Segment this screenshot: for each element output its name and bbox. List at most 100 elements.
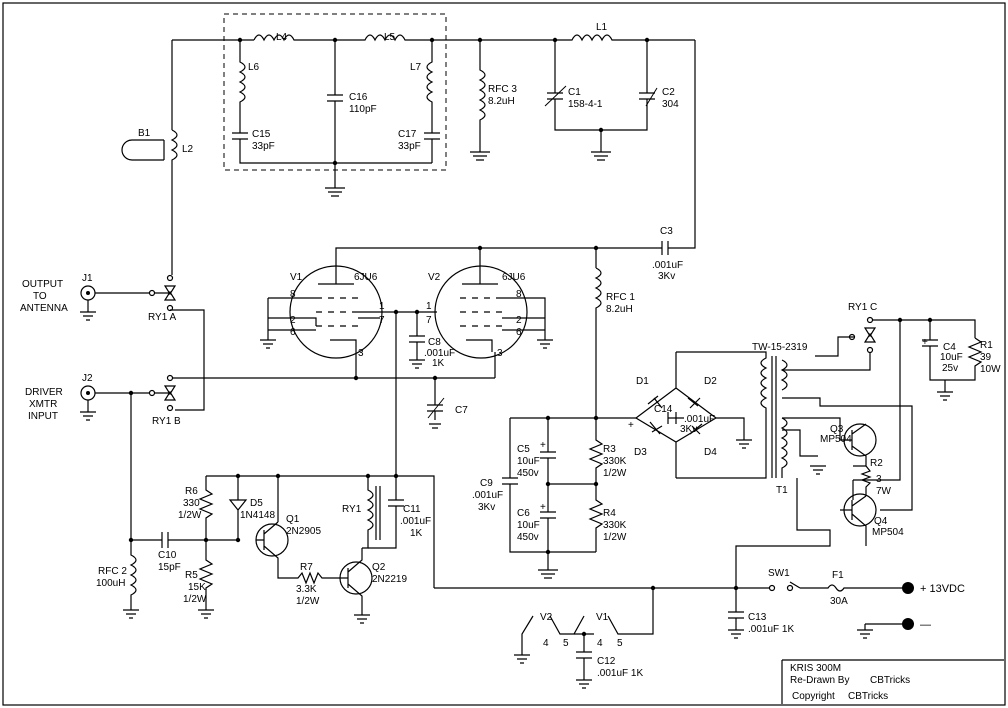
label-heater-v2: V2 [540,612,553,623]
label-d3: D3 [634,447,647,458]
label-r5: R5 [185,570,198,581]
label-c3-value2: 3Kv [658,271,675,282]
label-r6: R6 [185,486,198,497]
label-c1-value: 158-4-1 [568,99,603,110]
plate-rf-line [335,40,696,265]
label-c8: C8 [428,337,441,348]
relay-ry1a-contacts [148,274,205,411]
label-c11-value1: .001uF [400,516,431,527]
label-rfc1: RFC 1 [606,292,635,303]
label-c11: C11 [403,504,421,515]
label-c14-value2: 3Kv [680,424,697,435]
label-rfc1-value: 8.2uH [606,304,633,315]
label-f1-value: 30A [830,596,848,607]
rfc3-coil [470,40,490,161]
label-c15-value: 33pF [252,141,275,152]
title-line3-right: CBTricks [848,691,888,702]
label-r5-value1: 15K [188,582,206,593]
keying-circuit [123,393,435,624]
label-13vdc: + 13VDC [920,583,965,595]
label-q3-value: MP504 [820,434,852,445]
label-r1: R1 [980,340,993,351]
label-l2: L2 [182,144,194,155]
cathode-net [355,352,496,429]
label-v1: V1 [290,272,303,283]
transistors-q3-q4 [840,423,913,546]
label-v2-pin8: 8 [516,289,522,300]
label-q2: Q2 [372,562,386,573]
label-c5: C5 [517,444,530,455]
label-c3: C3 [660,226,673,237]
label-r4-value1: 330K [603,520,627,531]
title-line3-left: Copyright [792,691,835,702]
label-heater-pin4a: 4 [543,638,549,649]
title-line2-right: CBTricks [870,675,910,686]
plate-taps [479,248,597,268]
relay-ry1b-contacts [148,374,495,412]
label-t1-part: TW-15-2319 [752,342,808,353]
label-d2: D2 [704,376,717,387]
label-d1: D1 [636,376,649,387]
label-c6: C6 [517,508,530,519]
label-c14-value1: .001uF [684,414,715,425]
label-output: OUTPUT [22,279,63,290]
label-c4-value1: 10uF [940,352,963,363]
label-c8-value1: .001uF [424,348,455,359]
label-c12: C12 [597,656,616,667]
supply-rail [434,581,914,689]
label-d4: D4 [704,447,717,458]
label-v2-pin7: 7 [426,315,432,326]
label-j1: J1 [82,273,93,284]
label-c16: C16 [349,92,368,103]
c4-r1 [852,317,983,490]
label-l7: L7 [410,62,422,73]
label-negative: — [920,619,931,631]
label-c10-value: 15pF [158,562,181,573]
label-q4: Q4 [874,516,888,527]
label-v2-pin1: 1 [426,301,432,312]
label-bridge-plus: + [628,420,634,431]
label-r2-value2: 7W [876,486,892,497]
label-sw1: SW1 [768,568,790,579]
j2-connector [80,385,150,421]
label-r3-value1: 330K [603,456,627,467]
label-c10: C10 [158,550,177,561]
label-rfc3: RFC 3 [488,84,517,95]
label-r6-value2: 1/2W [178,510,202,521]
label-c4-value2: 25v [942,363,958,374]
label-c6-plus: + [540,502,546,513]
label-heater-pin5a: 5 [563,638,569,649]
title-line1: KRIS 300M [790,663,841,674]
label-r3: R3 [603,444,616,455]
label-q3: Q3 [830,424,844,435]
rfc1-coil [594,267,602,418]
label-rfc2: RFC 2 [98,566,127,577]
label-c2-value: 304 [662,99,679,110]
label-v2: V2 [428,272,441,283]
label-c6-value2: 450v [517,532,539,543]
label-ry1: RY1 [342,504,362,515]
label-c4-plus: + [922,337,928,348]
label-v1-pin3: 3 [358,348,364,359]
label-r2-value1: 3 [876,474,882,485]
label-b1: B1 [138,128,151,139]
label-c4: C4 [943,342,956,353]
label-l5: L5 [384,32,396,43]
label-heater-pin4b: 4 [597,638,603,649]
label-r4-value2: 1/2W [603,532,627,543]
label-q2-value: 2N2219 [372,574,407,585]
label-q1-value: 2N2905 [286,526,321,537]
relay-ry1c-contacts [797,316,976,371]
tube-v1 [260,265,383,359]
label-v1-type: 6JU6 [354,272,378,283]
label-c16-value: 110pF [349,104,377,115]
label-ry1b: RY1 B [152,416,181,427]
label-v2-pin2: 2 [516,315,522,326]
label-f1: F1 [832,570,844,581]
label-r3-value2: 1/2W [603,468,627,479]
label-r2: R2 [870,458,883,469]
label-r5-value2: 1/2W [183,594,207,605]
